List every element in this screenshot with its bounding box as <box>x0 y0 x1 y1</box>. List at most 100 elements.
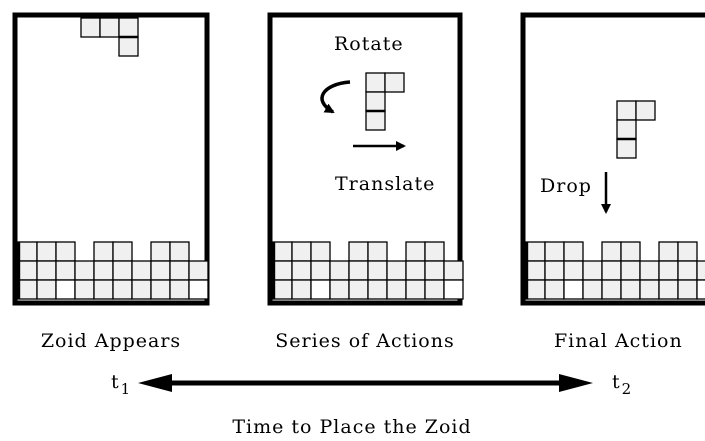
stack-cell <box>150 279 171 300</box>
stack-cell <box>601 279 622 300</box>
stack-cell <box>188 260 209 281</box>
stack-cell <box>188 279 209 300</box>
stack-cell <box>658 279 679 300</box>
stacked-blocks <box>525 241 705 300</box>
stack-cell <box>367 279 388 300</box>
stack-cell <box>405 279 426 300</box>
stack-cell <box>310 279 331 300</box>
stack-cell <box>386 279 407 300</box>
stack-cell <box>272 279 293 300</box>
stack-cell <box>272 260 293 281</box>
stack-cell <box>601 260 622 281</box>
stack-cell <box>639 279 660 300</box>
stack-cell <box>658 241 679 262</box>
stack-cell <box>348 260 369 281</box>
stack-cell <box>169 279 190 300</box>
timeline-caption: Time to Place the Zoid <box>232 416 471 438</box>
stack-cell <box>424 260 445 281</box>
stack-cell <box>55 260 76 281</box>
stack-cell <box>272 241 293 262</box>
dropping-zoid <box>616 100 656 159</box>
stack-cell <box>563 241 584 262</box>
stack-cell <box>620 260 641 281</box>
stack-cell <box>367 260 388 281</box>
stack-cell <box>696 279 705 300</box>
stack-cell <box>601 241 622 262</box>
falling-zoid <box>80 17 139 57</box>
stack-cell <box>169 241 190 262</box>
timeline-left-arrowhead-icon <box>138 374 172 392</box>
stack-cell <box>658 260 679 281</box>
stack-cell <box>696 260 705 281</box>
rotate-label: Rotate <box>334 33 404 55</box>
stack-cell <box>17 279 38 300</box>
drop-label: Drop <box>540 175 592 197</box>
stack-cell <box>36 241 57 262</box>
stack-cell <box>17 241 38 262</box>
stack-cell <box>677 279 698 300</box>
stack-cell <box>582 279 603 300</box>
stack-cell <box>348 279 369 300</box>
stack-cell <box>582 260 603 281</box>
stack-cell <box>291 241 312 262</box>
panel-final-action: Drop Final Action <box>520 12 705 352</box>
stack-cell <box>112 260 133 281</box>
stack-cell <box>310 241 331 262</box>
stack-cell <box>291 260 312 281</box>
stack-cell <box>329 260 350 281</box>
stack-cell <box>55 279 76 300</box>
stack-cell <box>169 260 190 281</box>
stacked-blocks <box>272 241 464 300</box>
stack-cell <box>291 279 312 300</box>
timeline-right-arrowhead-icon <box>559 374 593 392</box>
rotate-arrow-icon <box>320 80 351 114</box>
translate-label: Translate <box>335 173 435 195</box>
stack-cell <box>93 241 114 262</box>
stack-cell <box>544 260 565 281</box>
stack-cell <box>17 260 38 281</box>
stacked-blocks <box>17 241 209 300</box>
stack-cell <box>74 260 95 281</box>
stack-cell <box>620 279 641 300</box>
stack-cell <box>639 260 660 281</box>
stack-cell <box>386 260 407 281</box>
stack-cell <box>443 260 464 281</box>
stack-cell <box>55 241 76 262</box>
panel-series-of-actions: Rotate Translate Series of Actions <box>267 12 464 352</box>
stack-cell <box>544 279 565 300</box>
stack-cell <box>405 260 426 281</box>
stack-cell <box>348 241 369 262</box>
stack-cell <box>563 279 584 300</box>
stack-cell <box>443 279 464 300</box>
panel-label-series-of-actions: Series of Actions <box>275 330 454 352</box>
stack-cell <box>36 279 57 300</box>
stack-cell <box>677 260 698 281</box>
stack-cell <box>329 279 350 300</box>
panel-label-zoid-appears: Zoid Appears <box>41 330 181 352</box>
stack-cell <box>544 241 565 262</box>
stack-cell <box>112 279 133 300</box>
stack-cell <box>620 241 641 262</box>
stack-cell <box>677 241 698 262</box>
stack-cell <box>131 260 152 281</box>
stack-cell <box>112 241 133 262</box>
stack-cell <box>74 279 95 300</box>
panel-label-final-action: Final Action <box>554 330 683 352</box>
stack-cell <box>563 260 584 281</box>
stack-cell <box>310 260 331 281</box>
stack-cell <box>405 241 426 262</box>
rotating-zoid <box>365 72 405 131</box>
stack-cell <box>525 279 546 300</box>
stack-cell <box>131 279 152 300</box>
stack-cell <box>150 241 171 262</box>
stack-cell <box>93 279 114 300</box>
stack-cell <box>424 241 445 262</box>
stack-cell <box>150 260 171 281</box>
stack-cell <box>36 260 57 281</box>
stack-cell <box>424 279 445 300</box>
stack-cell <box>525 260 546 281</box>
